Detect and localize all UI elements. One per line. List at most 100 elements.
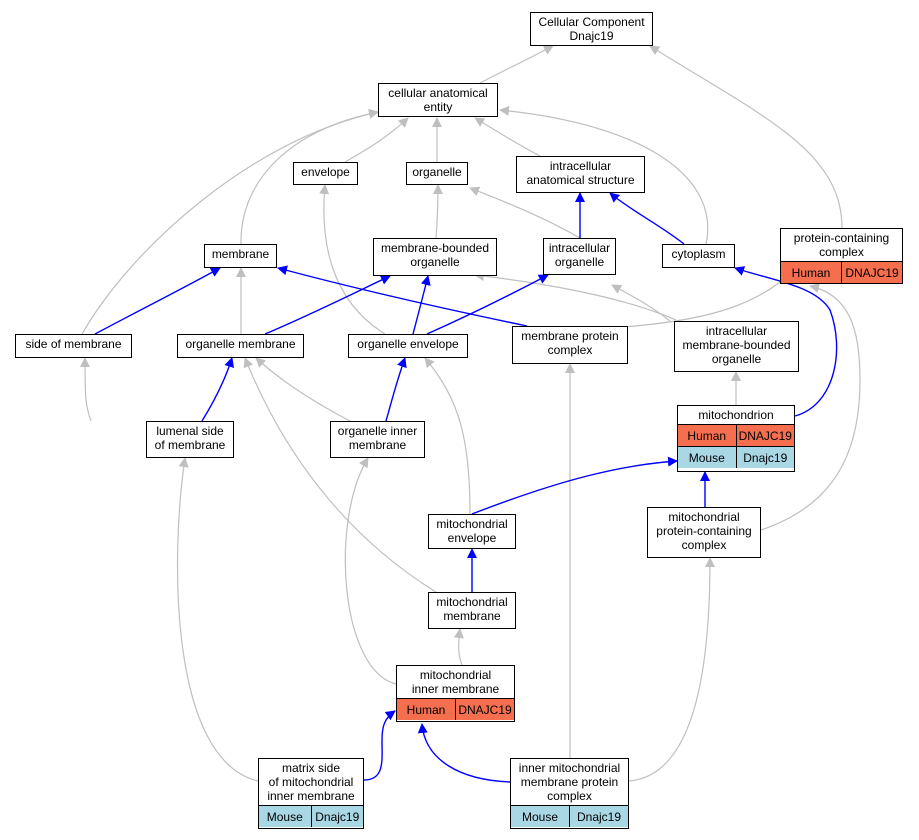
species-label: Mouse	[266, 809, 303, 824]
node-intracellular-membrane-bounded-organelle[interactable]: intracellular membrane-bounded organelle	[674, 321, 799, 372]
node-label: membrane-bounded organelle	[380, 241, 490, 269]
gene-label: DNAJC19	[455, 699, 514, 720]
edge-oe-to-mbo	[412, 275, 431, 335]
node-label: membrane protein complex	[521, 329, 619, 357]
gene-label: DNAJC19	[735, 425, 795, 446]
edge-oe-to-io	[426, 274, 549, 335]
node-label: mitochondrial protein-containing complex	[656, 510, 752, 552]
node-membrane-bounded-organelle[interactable]: membrane-bounded organelle	[373, 238, 497, 276]
species-row-mouse: Mouse Dnajc19	[259, 805, 363, 827]
node-label: mitochondrial inner membrane	[411, 668, 500, 696]
node-root[interactable]: Cellular Component Dnajc19	[530, 12, 653, 46]
edge-mpc-to-pcc	[621, 273, 791, 328]
edge-oim-to-om	[255, 357, 351, 422]
node-organelle[interactable]: organelle	[406, 162, 468, 185]
edge-msmim-to-lsm	[176, 457, 259, 782]
edge-me-to-oe	[424, 357, 471, 515]
node-label: inner mitochondrial membrane protein com…	[518, 761, 621, 803]
edge-imbo-to-io	[611, 284, 671, 322]
species-label: Human	[791, 265, 831, 280]
node-intracellular-anatomical-structure[interactable]: intracellular anatomical structure	[516, 156, 645, 193]
species-row-mouse: Mouse Dnajc19	[511, 805, 628, 827]
node-organelle-membrane[interactable]: organelle membrane	[177, 334, 304, 358]
edge-io-to-organelle	[469, 186, 581, 239]
edge-cytoplasm-to-ias	[609, 192, 685, 245]
node-membrane-protein-complex[interactable]: membrane protein complex	[512, 326, 628, 364]
node-cytoplasm[interactable]: cytoplasm	[662, 244, 735, 268]
gene-label: DNAJC19	[841, 262, 902, 283]
node-intracellular-organelle[interactable]: intracellular organelle	[543, 238, 616, 275]
node-label: mitochondrial membrane	[436, 595, 508, 623]
node-label: protein-containing complex	[793, 231, 890, 259]
edge-mito-to-cytoplasm	[734, 266, 838, 417]
node-protein-containing-complex[interactable]: protein-containing complex Human DNAJC19	[780, 228, 903, 284]
species-row-human: Human DNAJC19	[397, 698, 514, 720]
node-matrix-side-of-mitochondrial-inner-membrane[interactable]: matrix side of mitochondrial inner membr…	[258, 758, 364, 829]
node-label: intracellular membrane-bounded organelle	[682, 324, 791, 366]
node-label: organelle membrane	[185, 337, 296, 351]
species-label: Human	[687, 428, 727, 443]
edge-oim-to-oe	[385, 357, 407, 422]
node-label: lumenal side of membrane	[154, 424, 226, 452]
node-label: envelope	[301, 165, 350, 179]
gene-label: Dnajc19	[569, 806, 628, 827]
node-label: mitochondrion	[698, 408, 774, 422]
species-row-human: Human DNAJC19	[678, 424, 794, 446]
node-organelle-inner-membrane[interactable]: organelle inner membrane	[330, 421, 425, 458]
node-inner-mitochondrial-membrane-protein-complex[interactable]: inner mitochondrial membrane protein com…	[510, 758, 629, 829]
node-mitochondrion[interactable]: mitochondrion Human DNAJC19 Mouse Dnajc1…	[677, 405, 795, 472]
edge-mbo-to-organelle	[432, 184, 443, 239]
edge-pcc-to-root	[649, 45, 843, 229]
edge-envelope-to-cae	[344, 117, 409, 163]
edge-impc-to-mpcc	[628, 557, 715, 782]
species-label: Mouse	[521, 809, 559, 824]
edge-cytoplasm-to-cae	[499, 105, 709, 245]
node-label: side of membrane	[25, 337, 122, 351]
edge-ias-to-cae	[474, 117, 541, 157]
gene-label: Dnajc19	[735, 447, 795, 468]
edge-cae-to-root	[479, 45, 554, 84]
edge-mpc-to-membrane	[277, 265, 528, 327]
node-label: matrix side of mitochondrial inner membr…	[267, 761, 355, 803]
species-label: Mouse	[688, 450, 725, 465]
gene-label: Dnajc19	[310, 806, 364, 827]
node-label: intracellular organelle	[548, 241, 611, 269]
edge-oe-to-envelope	[319, 184, 386, 335]
edge-som-to-membrane	[94, 267, 221, 335]
node-label: organelle	[412, 165, 462, 179]
edge-side-of-membrane-to-cae	[81, 109, 379, 335]
node-label: cellular anatomical entity	[388, 86, 488, 114]
node-label: organelle inner membrane	[337, 424, 418, 452]
edge-lsm-to-som	[80, 357, 92, 422]
node-mitochondrial-envelope[interactable]: mitochondrial envelope	[428, 514, 516, 549]
species-row-human: Human DNAJC19	[781, 261, 902, 283]
species-row-mouse: Mouse Dnajc19	[678, 446, 794, 468]
edge-me-to-mito	[471, 456, 678, 515]
node-cellular-anatomical-entity[interactable]: cellular anatomical entity	[378, 83, 498, 117]
species-label: Human	[406, 702, 446, 717]
node-label: Cellular Component Dnajc19	[538, 15, 645, 43]
node-label: organelle envelope	[357, 337, 459, 351]
edge-lsm-to-om	[201, 357, 235, 422]
node-mitochondrial-inner-membrane[interactable]: mitochondrial inner membrane Human DNAJC…	[396, 665, 515, 722]
node-membrane[interactable]: membrane	[204, 244, 277, 268]
node-label: intracellular anatomical structure	[526, 159, 635, 187]
edge-mim-to-oim	[344, 457, 397, 685]
node-label: cytoplasm	[671, 247, 726, 261]
node-organelle-envelope[interactable]: organelle envelope	[348, 334, 468, 358]
node-side-of-membrane[interactable]: side of membrane	[15, 334, 132, 358]
edge-msmim-to-mim	[363, 710, 396, 781]
edge-mim-to-mm	[453, 628, 464, 666]
edge-mpcc-to-pcc	[760, 283, 861, 531]
edge-mm-to-om	[243, 357, 437, 593]
edge-om-to-mbo	[264, 275, 391, 335]
node-envelope[interactable]: envelope	[293, 162, 358, 185]
node-mitochondrial-protein-containing-complex[interactable]: mitochondrial protein-containing complex	[647, 507, 761, 558]
node-mitochondrial-membrane[interactable]: mitochondrial membrane	[428, 592, 516, 629]
node-label: mitochondrial envelope	[436, 517, 508, 545]
edge-impc-to-mim	[417, 723, 511, 783]
node-lumenal-side-of-membrane[interactable]: lumenal side of membrane	[146, 421, 234, 458]
node-label: membrane	[211, 247, 270, 261]
